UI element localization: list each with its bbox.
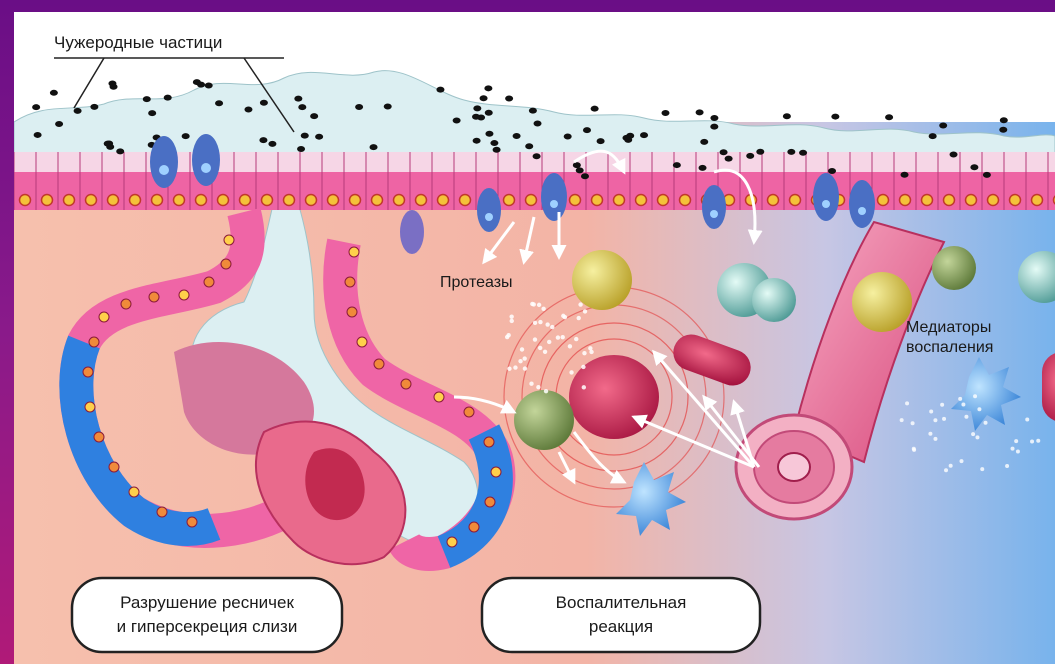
illustration: Чужеродные частици Протеазы Медиаторы во… xyxy=(14,12,1055,664)
mediators-label-line2: воспаления xyxy=(906,339,993,356)
box-left-line2: и гиперсекреция слизи xyxy=(117,617,298,636)
box-left: Разрушение ресничек и гиперсекреция слиз… xyxy=(72,578,342,652)
mediators-label-line1: Медиаторы xyxy=(906,319,991,336)
box-left-line1: Разрушение ресничек xyxy=(120,593,294,612)
yellow-cell xyxy=(572,250,632,310)
box-mid: Воспалительная реакция xyxy=(482,578,760,652)
box-mid-line2: реакция xyxy=(589,617,653,636)
diagram-canvas: Чужеродные частици Протеазы Медиаторы во… xyxy=(14,12,1055,664)
proteases-label: Протеазы xyxy=(440,274,513,291)
box-mid-line1: Воспалительная xyxy=(556,593,687,612)
foreign-particles-text: Чужеродные частици xyxy=(54,33,222,52)
macrophage-cell xyxy=(514,390,574,450)
